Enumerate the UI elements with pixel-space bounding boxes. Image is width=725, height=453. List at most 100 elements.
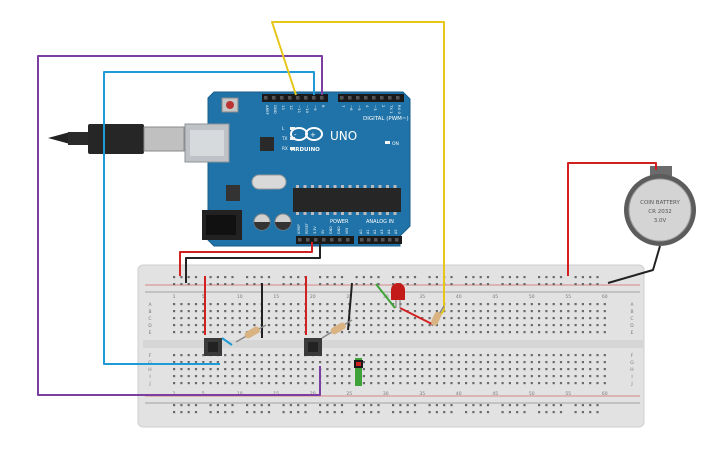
breadboard-hole[interactable] — [603, 375, 606, 378]
jumper-header[interactable] — [354, 358, 363, 386]
breadboard-hole[interactable] — [224, 324, 227, 327]
breadboard-hole[interactable] — [530, 354, 533, 357]
breadboard-hole[interactable] — [348, 331, 351, 334]
breadboard-hole[interactable] — [231, 382, 234, 385]
breadboard-hole[interactable] — [246, 310, 249, 313]
breadboard-hole[interactable] — [282, 361, 285, 364]
breadboard-hole[interactable] — [603, 361, 606, 364]
header-pin[interactable] — [372, 96, 376, 100]
breadboard-hole[interactable] — [443, 317, 446, 320]
breadboard-hole[interactable] — [173, 283, 176, 286]
breadboard-hole[interactable] — [231, 411, 234, 414]
breadboard-hole[interactable] — [282, 354, 285, 357]
header-pin[interactable] — [298, 238, 302, 242]
breadboard-hole[interactable] — [428, 411, 431, 414]
breadboard-hole[interactable] — [523, 354, 526, 357]
header-pin[interactable] — [296, 96, 300, 100]
breadboard-hole[interactable] — [413, 368, 417, 371]
breadboard-hole[interactable] — [260, 368, 263, 371]
breadboard-hole[interactable] — [486, 368, 490, 371]
breadboard-hole[interactable] — [333, 411, 336, 414]
breadboard-hole[interactable] — [406, 283, 409, 286]
breadboard-hole[interactable] — [311, 317, 314, 320]
breadboard-hole[interactable] — [260, 375, 263, 378]
breadboard-hole[interactable] — [508, 310, 511, 313]
breadboard-hole[interactable] — [187, 283, 190, 286]
breadboard-hole[interactable] — [275, 368, 278, 371]
breadboard-hole[interactable] — [581, 324, 584, 327]
breadboard-hole[interactable] — [406, 361, 409, 364]
breadboard-hole[interactable] — [596, 382, 599, 385]
breadboard-hole[interactable] — [545, 276, 548, 279]
breadboard-hole[interactable] — [596, 331, 599, 334]
breadboard-hole[interactable] — [180, 382, 183, 385]
header-pin[interactable] — [380, 96, 384, 100]
breadboard-hole[interactable] — [472, 310, 475, 313]
breadboard-hole[interactable] — [311, 382, 314, 385]
breadboard-hole[interactable] — [538, 324, 541, 327]
breadboard-hole[interactable] — [348, 375, 351, 378]
breadboard-hole[interactable] — [224, 361, 227, 364]
breadboard-hole[interactable] — [523, 361, 526, 364]
breadboard-hole[interactable] — [472, 354, 475, 357]
breadboard-hole[interactable] — [413, 375, 417, 378]
breadboard-hole[interactable] — [472, 324, 475, 327]
breadboard-hole[interactable] — [545, 354, 548, 357]
breadboard-hole[interactable] — [267, 283, 271, 286]
breadboard-hole[interactable] — [377, 411, 380, 414]
breadboard-hole[interactable] — [589, 404, 592, 407]
breadboard-hole[interactable] — [538, 303, 541, 306]
breadboard-hole[interactable] — [180, 354, 183, 357]
breadboard-hole[interactable] — [559, 310, 563, 313]
breadboard-hole[interactable] — [479, 375, 482, 378]
breadboard-hole[interactable] — [545, 404, 548, 407]
breadboard-hole[interactable] — [465, 382, 468, 385]
breadboard-hole[interactable] — [399, 361, 402, 364]
breadboard-hole[interactable] — [494, 354, 497, 357]
breadboard-hole[interactable] — [194, 324, 198, 327]
breadboard-hole[interactable] — [216, 324, 219, 327]
breadboard-hole[interactable] — [377, 303, 380, 306]
breadboard-hole[interactable] — [523, 382, 526, 385]
breadboard-hole[interactable] — [450, 382, 453, 385]
breadboard-hole[interactable] — [457, 361, 460, 364]
breadboard-hole[interactable] — [187, 361, 190, 364]
wire-blue-short[interactable] — [221, 337, 233, 346]
breadboard-hole[interactable] — [523, 276, 526, 279]
breadboard-hole[interactable] — [311, 303, 314, 306]
breadboard-hole[interactable] — [435, 404, 438, 407]
breadboard-hole[interactable] — [180, 368, 183, 371]
breadboard-hole[interactable] — [457, 324, 460, 327]
breadboard-hole[interactable] — [253, 303, 256, 306]
breadboard-hole[interactable] — [516, 404, 519, 407]
breadboard-hole[interactable] — [428, 331, 431, 334]
breadboard-hole[interactable] — [173, 354, 176, 357]
wires[interactable] — [37, 21, 661, 396]
breadboard-hole[interactable] — [486, 411, 490, 414]
breadboard-hole[interactable] — [289, 276, 292, 279]
breadboard-hole[interactable] — [501, 382, 504, 385]
breadboard-hole[interactable] — [516, 310, 519, 313]
breadboard-hole[interactable] — [457, 375, 460, 378]
breadboard-hole[interactable] — [326, 331, 329, 334]
breadboard-hole[interactable] — [596, 317, 599, 320]
breadboard-hole[interactable] — [596, 354, 599, 357]
breadboard-hole[interactable] — [282, 303, 285, 306]
breadboard-hole[interactable] — [581, 375, 584, 378]
breadboard-hole[interactable] — [589, 411, 592, 414]
breadboard-hole[interactable] — [472, 411, 475, 414]
breadboard-hole[interactable] — [180, 276, 183, 279]
breadboard-hole[interactable] — [552, 361, 555, 364]
breadboard-hole[interactable] — [187, 324, 190, 327]
breadboard-hole[interactable] — [457, 317, 460, 320]
breadboard-hole[interactable] — [319, 303, 322, 306]
breadboard-hole[interactable] — [413, 331, 417, 334]
breadboard-hole[interactable] — [516, 317, 519, 320]
breadboard-hole[interactable] — [457, 354, 460, 357]
breadboard-hole[interactable] — [559, 354, 563, 357]
breadboard-hole[interactable] — [428, 276, 431, 279]
breadboard-hole[interactable] — [552, 317, 555, 320]
breadboard-hole[interactable] — [559, 361, 563, 364]
breadboard-hole[interactable] — [246, 404, 249, 407]
breadboard-hole[interactable] — [355, 404, 358, 407]
